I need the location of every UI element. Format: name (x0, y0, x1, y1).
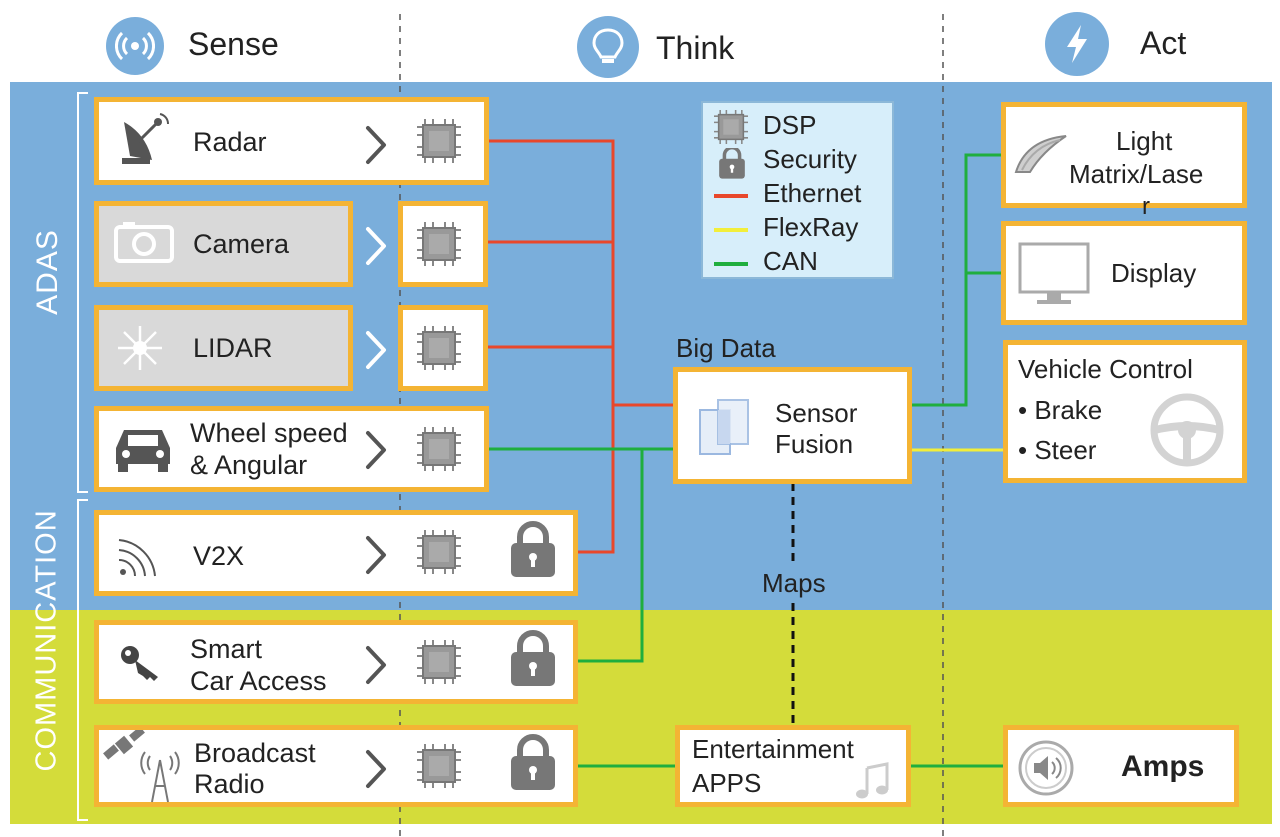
big-data-label: Big Data (676, 333, 776, 363)
light-matrix-label-line2: Matrix/Lase (1069, 159, 1204, 189)
legend-dsp-label: DSP (763, 110, 817, 140)
lidar-label: LIDAR (193, 333, 273, 363)
legend-security-label: Security (763, 144, 857, 174)
car-icon (116, 430, 170, 472)
sense-header: Sense (188, 26, 279, 62)
chevron-right-icon (366, 750, 386, 788)
can-lines (488, 153, 1004, 768)
v2x-box (94, 510, 578, 596)
lock-icon (511, 633, 555, 686)
act-header: Act (1140, 25, 1187, 61)
sense-icon (106, 17, 164, 75)
chevron-right-icon (366, 431, 386, 469)
legend-flexray-swatch (714, 228, 748, 232)
broadcast-radio-label-line1: Broadcast (194, 738, 316, 768)
brake-label: • Brake (1018, 395, 1103, 425)
key-icon (121, 646, 158, 681)
display-box (1001, 221, 1247, 325)
smart-car-access-label-line1: Smart (190, 634, 263, 664)
chevron-right-icon (366, 331, 386, 369)
act-icon (1045, 12, 1109, 76)
chevron-right-icon (366, 536, 386, 574)
wheel-speed-label-line2: & Angular (190, 450, 308, 480)
display-label: Display (1111, 258, 1197, 288)
think-icon (577, 16, 639, 78)
ethernet-lines (488, 139, 676, 554)
camera-label: Camera (193, 229, 290, 259)
think-header: Think (656, 30, 735, 66)
smart-car-access-box (94, 620, 578, 704)
monitor-icon (1018, 242, 1090, 304)
legend-can-label: CAN (763, 246, 818, 276)
smart-car-access-label-line2: Car Access (190, 666, 327, 696)
chevron-right-icon (366, 126, 386, 164)
radar-dish-icon (122, 113, 170, 164)
entertainment-label-line1: Entertainment (692, 734, 854, 764)
section-brackets (77, 92, 88, 821)
maps-label: Maps (762, 568, 826, 598)
amps-label: Amps (1121, 750, 1205, 783)
lidar-dsp-box (398, 305, 488, 391)
fusion-layers-icon (699, 399, 749, 455)
legend-can-swatch (714, 262, 748, 266)
steering-wheel-icon (1150, 393, 1224, 467)
entertainment-label-line2: APPS (692, 768, 762, 798)
light-matrix-label-line1: Light (1116, 126, 1173, 156)
wireless-signal-icon (118, 539, 156, 577)
satellite-tower-icon (103, 730, 180, 803)
legend-lock-icon (718, 148, 746, 180)
broadcast-radio-label-line2: Radio (194, 769, 265, 799)
sensor-fusion-label-line1: Sensor (775, 398, 858, 428)
chevron-arrows (366, 126, 386, 788)
camera-box (94, 201, 353, 287)
chevron-right-icon (366, 227, 386, 265)
security-locks (0, 0, 600, 837)
vehicle-control-label: Vehicle Control (1018, 354, 1193, 384)
legend-dsp-chip-icon (714, 110, 748, 144)
wheel-speed-label-line1: Wheel speed (190, 418, 348, 448)
v2x-label: V2X (193, 541, 245, 571)
music-note-icon (856, 762, 889, 799)
light-matrix-label-line3: r (1142, 193, 1150, 220)
lock-icon (511, 524, 555, 577)
lidar-burst-icon (118, 326, 162, 370)
speaker-icon (1018, 740, 1074, 796)
legend-ethernet-label: Ethernet (763, 178, 862, 208)
sensor-fusion-label-line2: Fusion (775, 429, 854, 459)
steer-label: • Steer (1018, 435, 1097, 465)
legend-ethernet-swatch (714, 194, 748, 198)
chevron-right-icon (366, 646, 386, 684)
headlight-icon (1014, 135, 1067, 173)
legend-flexray-label: FlexRay (763, 212, 859, 242)
lock-icon (511, 737, 555, 790)
camera-icon (114, 222, 174, 263)
broadcast-radio-box (94, 725, 578, 807)
radar-label: Radar (193, 127, 267, 157)
